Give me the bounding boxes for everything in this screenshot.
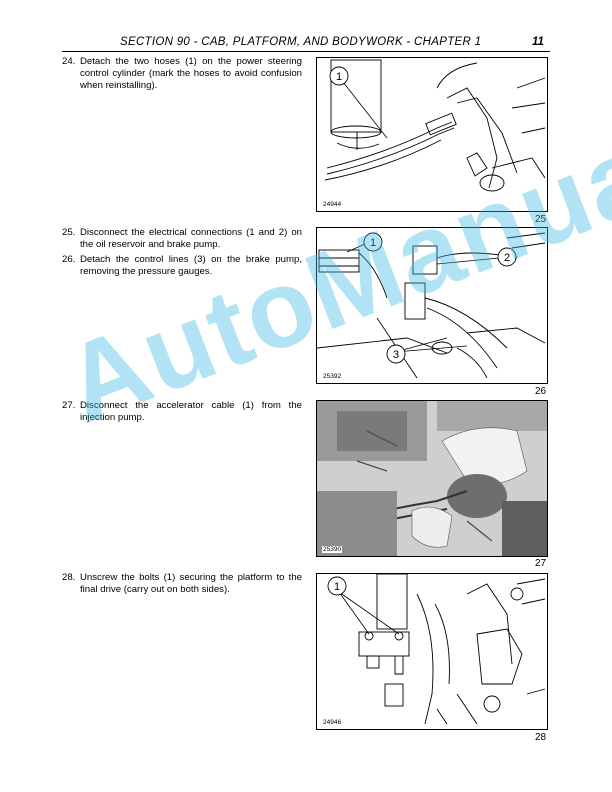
- callout-1: 1: [370, 237, 376, 249]
- step-number: 27.: [62, 400, 76, 411]
- figure-26-illustration: 1 2 3 25392: [316, 227, 548, 384]
- figure-28-illustration: 1 24946: [316, 573, 548, 730]
- figure-code: 25390: [322, 546, 343, 553]
- figure-number: 26: [535, 386, 547, 397]
- figure-code: 24944: [322, 201, 343, 208]
- step-text: Detach the two hoses (1) on the power st…: [80, 56, 302, 91]
- callout-1: 1: [336, 71, 342, 83]
- step-25: 25. Disconnect the electrical connection…: [62, 227, 302, 251]
- figure-code: 25392: [322, 373, 343, 380]
- step-number: 24.: [62, 56, 76, 67]
- step-number: 28.: [62, 572, 76, 583]
- header-rule: [62, 51, 550, 52]
- step-text: Unscrew the bolts (1) securing the platf…: [80, 572, 302, 595]
- callout-1: 1: [334, 581, 340, 593]
- figure-number: 27: [535, 558, 547, 569]
- step-27: 27. Disconnect the accelerator cable (1)…: [62, 400, 302, 424]
- step-28: 28. Unscrew the bolts (1) securing the p…: [62, 572, 302, 596]
- section-header-title: SECTION 90 - CAB, PLATFORM, AND BODYWORK…: [120, 36, 482, 48]
- step-text: Disconnect the electrical connections (1…: [80, 227, 302, 250]
- step-number: 25.: [62, 227, 76, 238]
- figure-number: 28: [535, 732, 547, 743]
- figure-25-illustration: 1 24944: [316, 57, 548, 212]
- step-text: Detach the control lines (3) on the brak…: [80, 254, 302, 277]
- page-number: 11: [532, 36, 544, 48]
- step-24: 24. Detach the two hoses (1) on the powe…: [62, 56, 302, 91]
- step-26: 26. Detach the control lines (3) on the …: [62, 254, 302, 278]
- step-text: Disconnect the accelerator cable (1) fro…: [80, 400, 302, 423]
- callout-3: 3: [393, 349, 399, 361]
- step-number: 26.: [62, 254, 76, 265]
- figure-code: 24946: [322, 719, 343, 726]
- figure-27-photo: 25390: [316, 400, 548, 557]
- figure-number: 25: [535, 214, 547, 225]
- callout-2: 2: [504, 252, 510, 264]
